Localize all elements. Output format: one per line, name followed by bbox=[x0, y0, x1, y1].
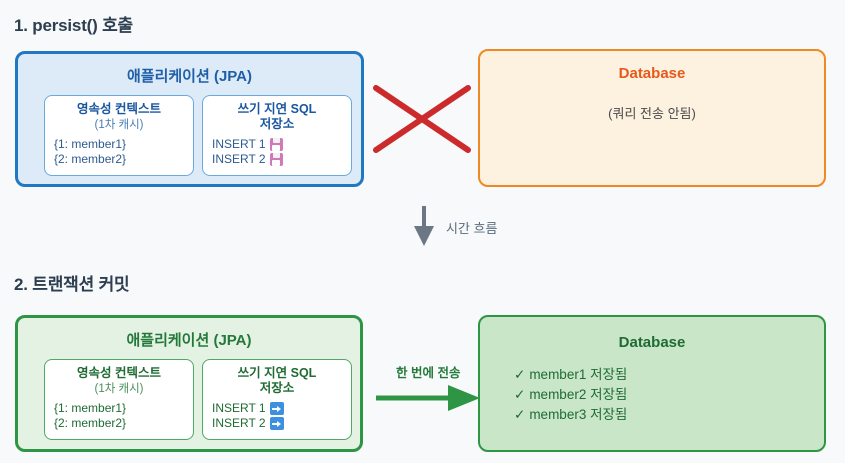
saved-entity-text: member3 저장됨 bbox=[529, 407, 628, 422]
write-behind-sql-store-card-step-1: 쓰기 지연 SQL 저장소 INSERT 1 INSERT 2 bbox=[202, 95, 352, 176]
entry-text: INSERT 1 bbox=[212, 137, 266, 151]
section-heading-step-2: 2. 트랜잭션 커밋 bbox=[14, 275, 130, 294]
list-item: {2: member2} bbox=[54, 152, 193, 167]
blue-arrow-icon bbox=[269, 402, 284, 415]
entry-text: {2: member2} bbox=[54, 152, 127, 166]
persistence-context-card-step-2: 영속성 컨텍스트 (1차 캐시) {1: member1} {2: member… bbox=[44, 359, 194, 440]
application-box-step-1: 애플리케이션 (JPA) 영속성 컨텍스트 (1차 캐시) {1: member… bbox=[15, 51, 364, 187]
persistence-context-card-step-1: 영속성 컨텍스트 (1차 캐시) {1: member1} {2: member… bbox=[44, 95, 194, 176]
application-box-step-2: 애플리케이션 (JPA) 영속성 컨텍스트 (1차 캐시) {1: member… bbox=[15, 315, 363, 452]
persistence-context-entries-step-2: {1: member1} {2: member2} bbox=[45, 401, 193, 431]
write-behind-store-title-step-1: 쓰기 지연 SQL bbox=[237, 102, 317, 116]
application-title-step-1: 애플리케이션 (JPA) bbox=[126, 68, 253, 85]
write-behind-store-entries-step-1: INSERT 1 INSERT 2 bbox=[203, 137, 351, 167]
write-behind-store-title-line2-step-2: 저장소 bbox=[259, 381, 295, 395]
write-behind-store-title-line2-step-1: 저장소 bbox=[259, 117, 295, 131]
right-arrow-icon bbox=[376, 385, 480, 411]
list-item: {1: member1} bbox=[54, 401, 193, 416]
persistence-context-subtitle-step-2: (1차 캐시) bbox=[94, 383, 144, 395]
list-item: ✓member1 저장됨 bbox=[514, 365, 627, 385]
send-at-once-label: 한 번에 전송 bbox=[396, 366, 461, 380]
list-item: INSERT 2 bbox=[212, 152, 351, 167]
database-box-step-2: Database ✓member1 저장됨 ✓member2 저장됨 ✓memb… bbox=[478, 315, 826, 452]
blue-arrow-icon bbox=[269, 417, 284, 430]
database-note-step-1: (쿼리 전송 안됨) bbox=[608, 106, 696, 121]
list-item: ✓member2 저장됨 bbox=[514, 385, 627, 405]
list-item: INSERT 1 bbox=[212, 401, 351, 416]
write-behind-store-entries-step-2: INSERT 1 INSERT 2 bbox=[203, 401, 351, 431]
check-icon: ✓ bbox=[514, 367, 526, 382]
database-title-step-2: Database bbox=[618, 334, 686, 351]
x-mark-icon bbox=[373, 85, 471, 153]
list-item: {2: member2} bbox=[54, 416, 193, 431]
list-item: ✓member3 저장됨 bbox=[514, 405, 627, 425]
persistence-context-entries-step-1: {1: member1} {2: member2} bbox=[45, 137, 193, 167]
persistence-context-title-step-2: 영속성 컨텍스트 bbox=[77, 366, 161, 380]
persistence-context-title-step-1: 영속성 컨텍스트 bbox=[77, 102, 161, 116]
database-box-step-1: Database (쿼리 전송 안됨) bbox=[478, 49, 826, 187]
floppy-disk-icon bbox=[269, 153, 283, 166]
application-title-step-2: 애플리케이션 (JPA) bbox=[126, 332, 252, 349]
entry-text: {1: member1} bbox=[54, 137, 127, 151]
down-arrow-icon bbox=[414, 206, 434, 246]
floppy-disk-icon bbox=[269, 138, 283, 151]
saved-entity-text: member1 저장됨 bbox=[529, 367, 628, 382]
write-behind-sql-store-card-step-2: 쓰기 지연 SQL 저장소 INSERT 1 INSERT 2 bbox=[202, 359, 352, 440]
list-item: {1: member1} bbox=[54, 137, 193, 152]
entry-text: {2: member2} bbox=[54, 416, 127, 430]
write-behind-store-title-step-2: 쓰기 지연 SQL bbox=[237, 366, 317, 380]
database-saved-list-step-2: ✓member1 저장됨 ✓member2 저장됨 ✓member3 저장됨 bbox=[514, 365, 627, 425]
entry-text: INSERT 2 bbox=[212, 416, 266, 430]
check-icon: ✓ bbox=[514, 387, 526, 402]
time-flow-label: 시간 흐름 bbox=[446, 221, 498, 236]
entry-text: {1: member1} bbox=[54, 401, 127, 415]
database-title-step-1: Database bbox=[618, 65, 686, 82]
saved-entity-text: member2 저장됨 bbox=[529, 387, 628, 402]
entry-text: INSERT 1 bbox=[212, 401, 266, 415]
section-heading-step-1: 1. persist() 호출 bbox=[14, 16, 133, 35]
list-item: INSERT 2 bbox=[212, 416, 351, 431]
list-item: INSERT 1 bbox=[212, 137, 351, 152]
entry-text: INSERT 2 bbox=[212, 152, 266, 166]
check-icon: ✓ bbox=[514, 407, 526, 422]
persistence-context-subtitle-step-1: (1차 캐시) bbox=[94, 119, 144, 131]
